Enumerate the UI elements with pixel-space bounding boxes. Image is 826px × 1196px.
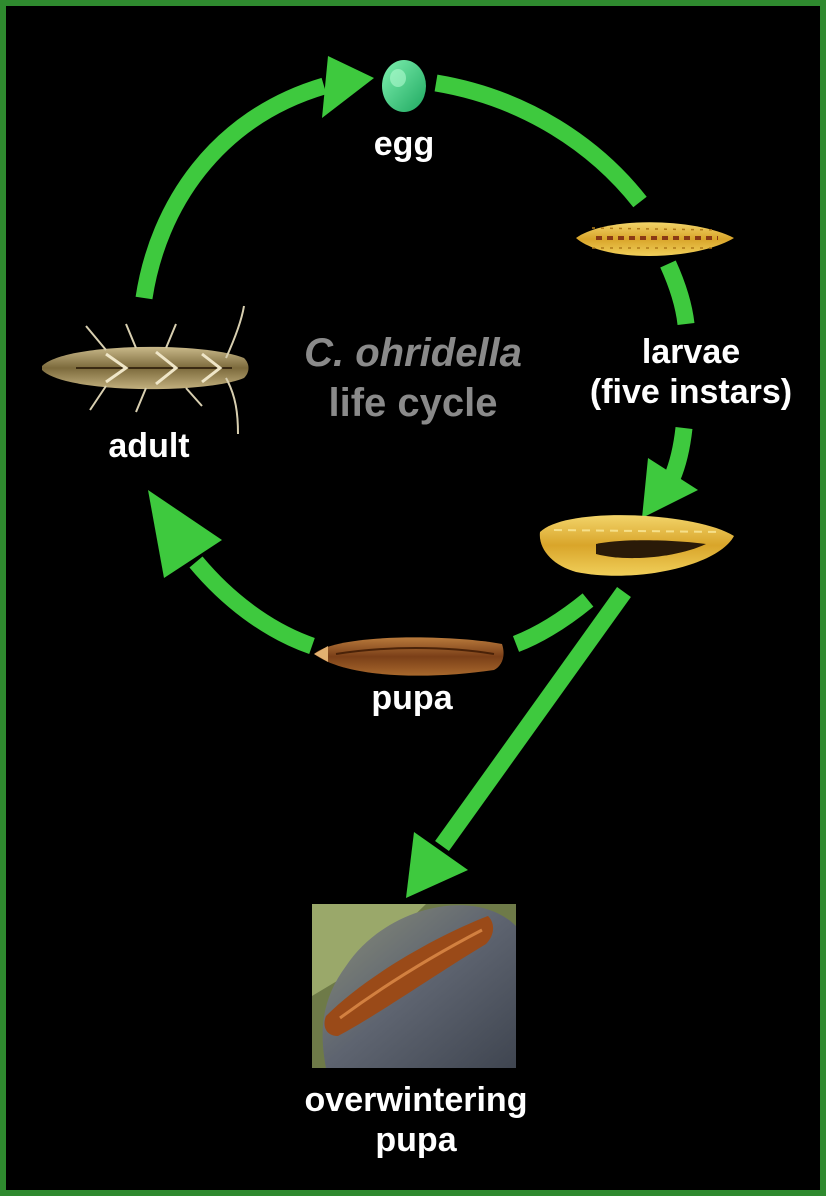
larva-mature-image xyxy=(540,515,734,576)
larva-small-image xyxy=(576,222,734,256)
adult-moth-image xyxy=(42,306,249,434)
diagram-title: C. ohridella life cycle xyxy=(268,328,558,428)
arrow-pupa-to-adult xyxy=(148,490,312,646)
overwintering-label-line2: pupa xyxy=(286,1120,546,1160)
adult-label: adult xyxy=(84,426,214,466)
pupa-label: pupa xyxy=(352,678,472,718)
overwintering-label-line1: overwintering xyxy=(286,1080,546,1120)
arrow-egg-to-larvae xyxy=(436,83,640,202)
diagram-subtitle: life cycle xyxy=(268,378,558,428)
diagram-graphics xyxy=(6,6,820,1190)
species-name: C. ohridella xyxy=(268,328,558,378)
larvae-label: larvae (five instars) xyxy=(566,332,816,412)
pupa-image xyxy=(314,637,504,675)
egg-label: egg xyxy=(354,124,454,164)
arrow-adult-to-egg xyxy=(144,56,374,298)
overwintering-pupa-label: overwintering pupa xyxy=(286,1080,546,1160)
arrow-larva-to-pupa xyxy=(516,600,588,644)
larvae-label-name: larvae xyxy=(566,332,816,372)
life-cycle-diagram: egg larvae (five instars) adult pupa ove… xyxy=(6,6,820,1190)
egg-image xyxy=(382,60,426,112)
arrow-larvae-to-mature-larva xyxy=(642,428,698,518)
overwintering-pupa-photo xyxy=(312,904,516,1068)
larvae-label-note: (five instars) xyxy=(566,372,816,412)
arrow-larvae-continue xyxy=(668,264,686,324)
